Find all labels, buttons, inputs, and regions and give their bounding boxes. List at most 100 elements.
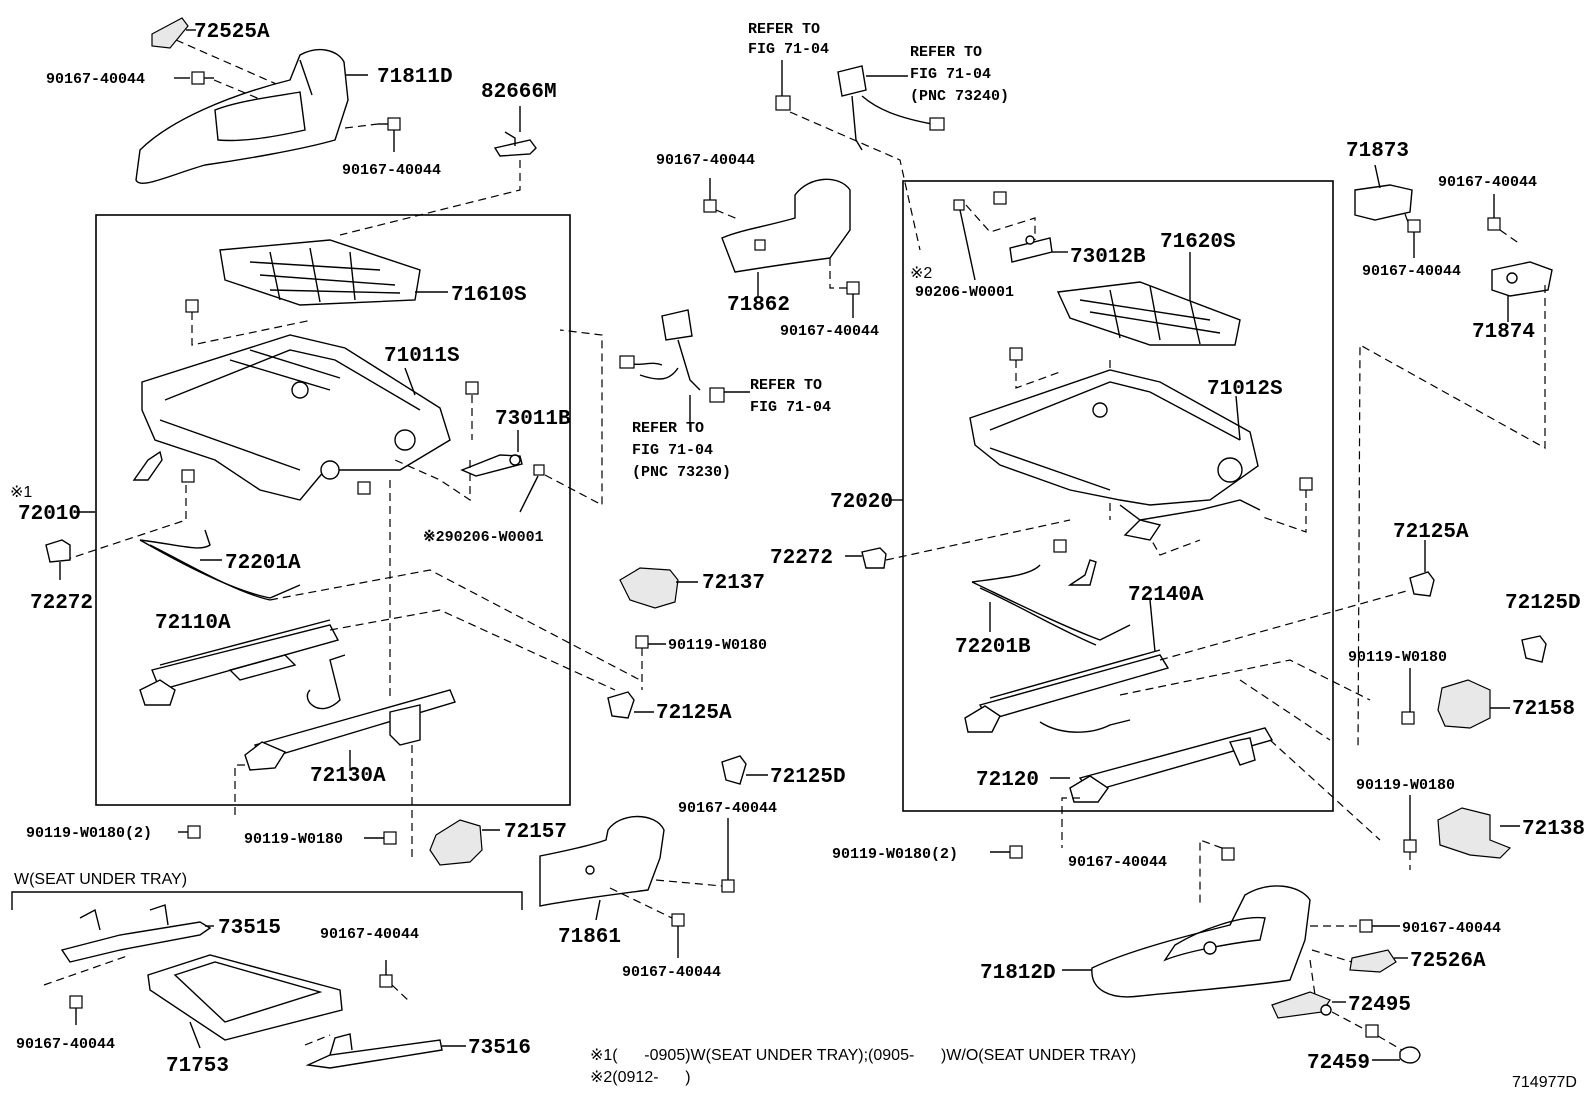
label-72125A-right: 72125A [1393, 521, 1469, 544]
label-72125D-mid: 72125D [770, 766, 846, 789]
label-290206-W0001: ※290206-W0001 [423, 529, 544, 546]
label-90167-l: 90167-40044 [1402, 920, 1501, 937]
nut-frame-3 [357, 481, 371, 495]
screw-90119-right-2 [1403, 839, 1417, 853]
label-71620S: 71620S [1160, 231, 1236, 254]
label-refer1-a: REFER TO [748, 21, 820, 38]
nut-frame-right-2 [1299, 477, 1313, 491]
label-refer4-a: REFER TO [632, 420, 704, 437]
part-wire-bracket-left [132, 450, 163, 481]
label-72125A-mid: 72125A [656, 702, 732, 725]
part-72272-clip-left [45, 539, 71, 563]
label-90167-b: 90167-40044 [342, 162, 441, 179]
label-72137: 72137 [702, 572, 765, 595]
part-71873-bracket [1354, 184, 1413, 221]
part-71874-bracket [1491, 261, 1553, 297]
footnote-1: ※1( -0905)W(SEAT UNDER TRAY);(0905- )W/O… [590, 1047, 1136, 1064]
screw-90119-right-1 [1401, 711, 1415, 725]
screw-90167-e [703, 199, 717, 213]
screw-90119-left [364, 831, 397, 845]
part-72495-lever [1271, 991, 1332, 1019]
screw-90167-f [846, 281, 860, 295]
label-72272-right: 72272 [770, 547, 833, 570]
screw-90167-c [69, 995, 83, 1025]
label-72120: 72120 [976, 769, 1039, 792]
label-90167-i: 90167-40044 [1068, 854, 1167, 871]
footnote-2: ※2(0912- ) [590, 1069, 691, 1086]
screw-90119-2-left [178, 825, 201, 839]
nut-frame-right-1 [1009, 347, 1023, 361]
label-90167-k: 90167-40044 [1362, 263, 1461, 280]
part-73012B-bracket [1009, 235, 1053, 263]
part-82666M-clip [493, 131, 537, 157]
label-73516: 73516 [468, 1037, 531, 1060]
screw-90167-a [174, 71, 214, 85]
seat-under-tray-bracket [11, 891, 523, 910]
part-seatbelt-buckle-73240 [837, 65, 945, 151]
label-72158: 72158 [1512, 698, 1575, 721]
screw-frame-right [1053, 539, 1067, 553]
label-90167-g: 90167-40044 [678, 800, 777, 817]
screw-90167-h [671, 913, 685, 927]
part-71610S-seat-spring [219, 239, 421, 306]
part-73516-bracket [305, 1033, 443, 1069]
part-72120-seat-track [1069, 727, 1274, 803]
label-73011B: 73011B [495, 408, 571, 431]
label-71011S: 71011S [384, 345, 460, 368]
label-73515: 73515 [218, 917, 281, 940]
part-72125D-clip-right [1521, 635, 1547, 663]
label-72495: 72495 [1348, 994, 1411, 1017]
label-refer3-b: FIG 71-04 [750, 399, 831, 416]
label-refer3-a: REFER TO [750, 377, 822, 394]
part-71862-cover [721, 178, 851, 273]
screw-90167-j [1407, 219, 1421, 233]
part-290206-nut [533, 464, 545, 476]
screw-90167-l [1359, 919, 1373, 933]
label-refer2-b: FIG 71-04 [910, 66, 991, 83]
part-72137-cover [619, 567, 679, 609]
label-90119-W0180-right-2: 90119-W0180 [1356, 777, 1455, 794]
part-71012S-seat-frame [969, 369, 1261, 521]
part-72140A-seat-track [964, 649, 1170, 733]
label-72010: 72010 [18, 503, 81, 526]
part-71861-cover [539, 815, 665, 907]
label-72201B: 72201B [955, 636, 1031, 659]
part-72525A-cover [151, 17, 189, 49]
nut-90206 [953, 199, 965, 211]
label-72020: 72020 [830, 491, 893, 514]
screw-72495-bolt [1365, 1024, 1379, 1038]
label-72201A: 72201A [225, 552, 301, 575]
part-72138-cover [1437, 807, 1512, 859]
label-72110A: 72110A [155, 612, 231, 635]
label-90119-W0180-left: 90119-W0180 [244, 831, 343, 848]
label-refer2-c: (PNC 73240) [910, 88, 1009, 105]
part-bracket-small-right [1067, 559, 1097, 586]
label-72157: 72157 [504, 821, 567, 844]
label-72272-left: 72272 [30, 592, 93, 615]
label-90119-W0180-right-1: 90119-W0180 [1348, 649, 1447, 666]
part-73011B-bracket [460, 454, 523, 477]
part-71620S-seat-spring [1056, 281, 1241, 346]
label-90167-e: 90167-40044 [656, 152, 755, 169]
nut-seatbelt-top [775, 95, 791, 111]
label-90206-W0001: 90206-W0001 [915, 284, 1014, 301]
label-72130A: 72130A [310, 765, 386, 788]
screw-90167-i [1221, 847, 1235, 861]
label-note2-mark: ※2 [910, 265, 932, 282]
part-73515-bracket [60, 904, 212, 963]
figure-id: 714977D [1512, 1074, 1577, 1091]
label-90167-a: 90167-40044 [46, 71, 145, 88]
label-71753: 71753 [166, 1055, 229, 1078]
nut-frame-1 [185, 299, 199, 313]
label-90167-h: 90167-40044 [622, 964, 721, 981]
label-refer1-b: FIG 71-04 [748, 41, 829, 58]
screw-90167-g [721, 879, 735, 893]
label-w-seat-under-tray: W(SEAT UNDER TRAY) [14, 871, 187, 888]
label-71861: 71861 [558, 926, 621, 949]
part-72201A-cable [139, 529, 301, 601]
label-90119-W0180-mid: 90119-W0180 [668, 637, 767, 654]
part-wire-bracket-right [1123, 519, 1162, 541]
label-71874: 71874 [1472, 321, 1535, 344]
part-71753-tray [147, 954, 343, 1041]
